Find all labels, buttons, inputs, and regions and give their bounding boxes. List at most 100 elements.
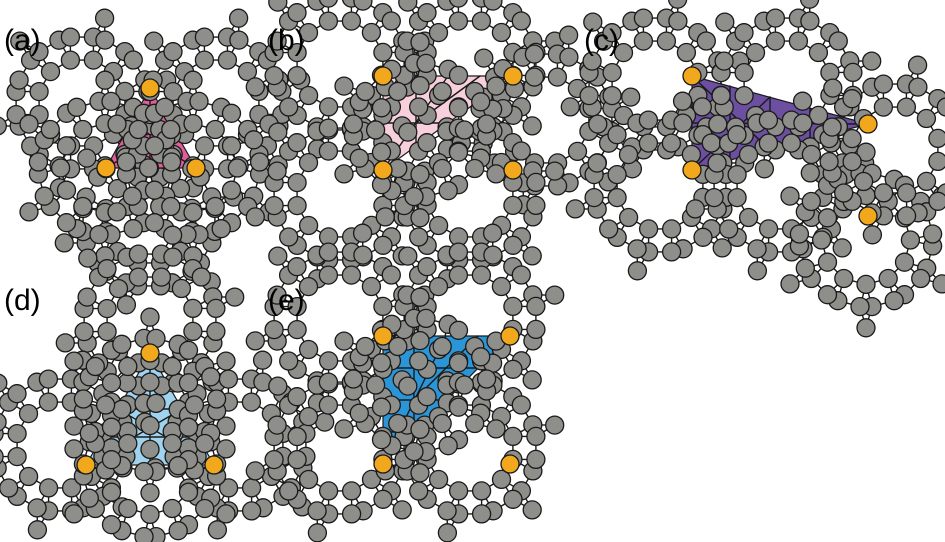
atom <box>843 62 863 83</box>
atom <box>727 164 747 185</box>
atom <box>491 276 512 297</box>
atom <box>765 31 786 51</box>
marked-atom <box>500 454 520 474</box>
atom <box>417 133 437 153</box>
atom <box>298 215 319 236</box>
atom <box>361 22 382 43</box>
marked-atom <box>96 158 116 178</box>
atom <box>416 308 436 329</box>
atom <box>7 423 27 444</box>
atom <box>38 478 59 498</box>
atom <box>264 65 284 86</box>
atom <box>474 48 494 68</box>
atom <box>241 392 262 412</box>
atom <box>140 504 160 525</box>
atom <box>352 223 373 243</box>
atom <box>318 141 339 161</box>
atom <box>264 449 284 470</box>
atom <box>745 42 766 63</box>
atom <box>95 30 115 50</box>
atom <box>101 373 122 393</box>
atom <box>237 61 258 82</box>
atom <box>582 51 602 71</box>
atom <box>834 268 854 289</box>
atom <box>792 91 813 111</box>
atom <box>627 239 647 259</box>
atom <box>437 501 457 521</box>
atom <box>765 8 786 28</box>
atom <box>545 161 565 181</box>
atom <box>432 413 452 434</box>
atom <box>61 478 82 498</box>
atom <box>318 11 339 31</box>
atom <box>428 215 449 236</box>
atom <box>318 481 339 501</box>
atom <box>873 97 894 117</box>
atom <box>101 515 122 535</box>
atom <box>101 450 122 470</box>
atom <box>747 261 768 281</box>
atom <box>471 11 492 31</box>
atom <box>74 321 94 342</box>
atom <box>245 331 265 351</box>
marked-atom <box>500 326 520 346</box>
atom <box>64 504 84 524</box>
atom <box>77 287 97 307</box>
label-layer: (a) (b) (c) (d) (e) <box>4 24 619 317</box>
atom <box>692 97 712 117</box>
atom <box>668 11 688 31</box>
atom <box>221 136 242 156</box>
atom <box>206 298 226 319</box>
atom <box>471 504 492 524</box>
atom <box>29 81 49 102</box>
atom <box>526 296 546 317</box>
atom <box>140 307 160 327</box>
atom <box>842 151 862 172</box>
atom <box>334 419 354 439</box>
atom <box>334 164 354 184</box>
atom <box>123 219 143 239</box>
marked-atom <box>373 160 393 180</box>
atom <box>163 42 183 62</box>
atom <box>40 119 60 140</box>
atom <box>565 199 585 219</box>
atom <box>298 469 319 490</box>
atom <box>633 31 654 51</box>
atom <box>229 30 249 50</box>
atom <box>241 501 262 521</box>
atom <box>161 152 182 172</box>
atom <box>318 242 339 262</box>
atom <box>545 415 565 435</box>
atom <box>184 395 205 415</box>
atom <box>56 180 77 200</box>
atom <box>19 114 39 134</box>
atom <box>7 384 27 404</box>
atom <box>448 142 469 162</box>
atom <box>287 319 307 340</box>
atom <box>101 91 121 112</box>
atom <box>911 268 931 289</box>
atom <box>267 415 287 435</box>
atom <box>73 196 93 217</box>
atom <box>727 125 747 145</box>
atom <box>916 171 937 192</box>
atom <box>116 295 137 315</box>
atom <box>817 285 838 305</box>
atom <box>318 97 339 117</box>
atom <box>227 158 248 178</box>
atom <box>162 433 182 454</box>
atom <box>373 296 393 317</box>
atom <box>101 417 122 437</box>
atom <box>216 351 236 371</box>
atom <box>146 393 166 414</box>
atom <box>828 31 848 51</box>
atom <box>511 141 531 161</box>
atom <box>388 336 408 357</box>
atom <box>428 22 449 43</box>
atom <box>140 439 160 460</box>
atom <box>417 387 437 407</box>
atom <box>491 22 512 43</box>
atom <box>448 481 469 501</box>
